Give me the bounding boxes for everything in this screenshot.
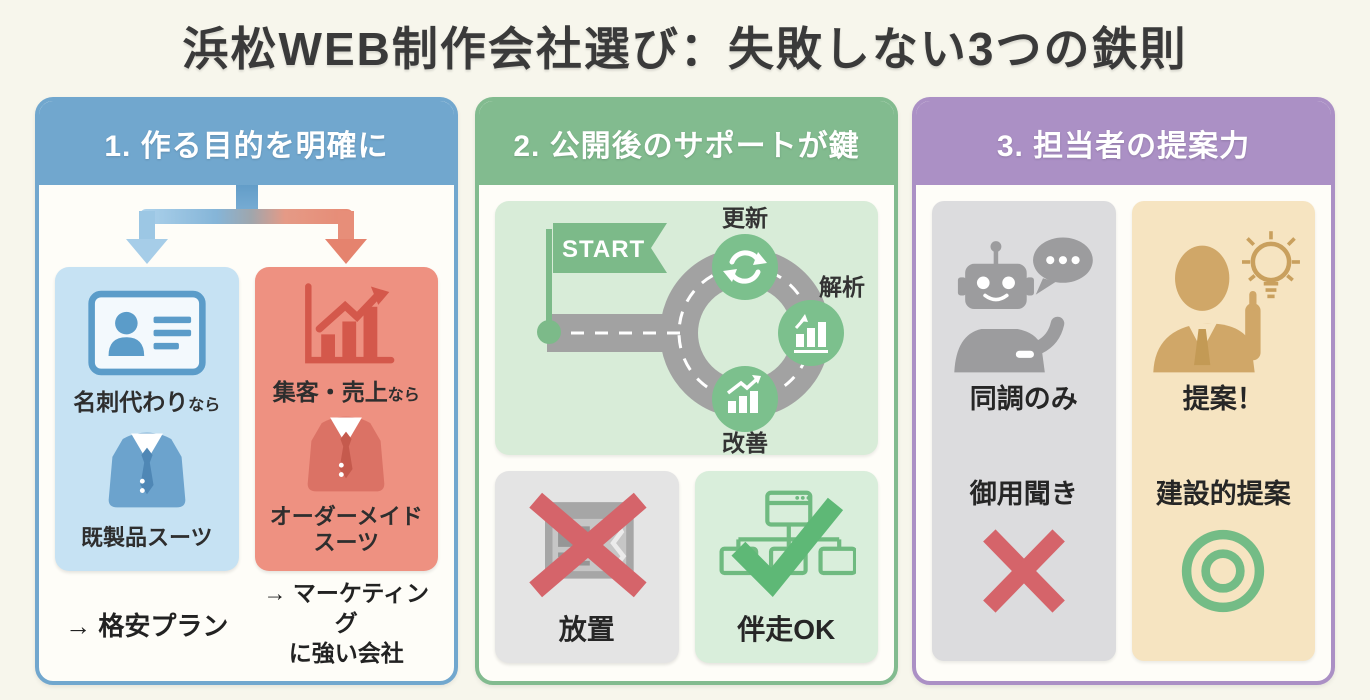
start-flag-label: START — [562, 236, 645, 263]
custom-suit-icon — [307, 417, 385, 492]
panel-proposal-body: 同調のみ 御用聞き — [916, 185, 1331, 681]
panel-support-header: 2. 公開後のサポートが鍵 — [479, 101, 894, 185]
red-x-icon — [529, 492, 647, 598]
result-cheap-plan: → 格安プラン — [65, 610, 229, 641]
panel-proposal: 3. 担当者の提案力 — [912, 97, 1335, 685]
panel-support: 2. 公開後のサポートが鍵 START 更新 — [475, 97, 898, 685]
start-flag-icon — [553, 223, 667, 273]
improve-chart-icon — [712, 366, 778, 432]
proposal-good-column: 提案！ 建設的提案 — [1131, 201, 1315, 661]
branch-arm-left — [139, 211, 155, 241]
improve-label: 改善 — [722, 430, 768, 455]
proposal-good-bottom-label: 建設的提案 — [1155, 479, 1291, 509]
ready-made-suit-icon — [108, 432, 186, 508]
ready-made-suit-label: 既製品スーツ — [80, 524, 213, 550]
growth-chart-icon — [304, 283, 395, 364]
choice-sales: 集客・売上なら オーダーメイド スーツ — [254, 267, 438, 571]
custom-suit-label: オーダーメイド スーツ — [269, 503, 423, 556]
choice-row: 名刺代わりなら 既製品スーツ — [55, 267, 438, 571]
branch-arrows — [55, 185, 438, 267]
support-bad-label: 放置 — [558, 614, 615, 645]
bad-mark-wrap — [972, 523, 1076, 624]
check-icon — [731, 497, 844, 597]
sitemap-icon — [719, 490, 857, 597]
red-x-mark-icon — [982, 529, 1065, 613]
panel-proposal-header: 3. 担当者の提案力 — [916, 101, 1331, 185]
update-refresh-icon — [712, 234, 778, 300]
branch-beam — [139, 209, 354, 224]
proposal-bad-top-label: 同調のみ — [969, 384, 1078, 414]
branch-arm-right — [338, 211, 354, 241]
business-card-icon — [88, 290, 206, 375]
panel-purpose-title: 1. 作る目的を明確に — [104, 130, 389, 163]
sales-label: 集客・売上なら — [272, 378, 420, 405]
panel-purpose: 1. 作る目的を明確に — [35, 97, 458, 685]
neglected-site-icon — [529, 492, 647, 598]
panel-purpose-body: 名刺代わりなら 既製品スーツ — [39, 185, 454, 681]
support-bad-box: 放置 — [495, 471, 679, 663]
businesscard-label: 名刺代わりなら — [73, 389, 221, 416]
analysis-label: 解析 — [819, 274, 865, 300]
support-compare-row: 放置 — [495, 471, 878, 663]
result-row: → 格安プラン → マーケティング に強い会社 — [55, 571, 438, 677]
double-circle-mark-icon — [1182, 529, 1265, 613]
choice-businesscard: 名刺代わりなら 既製品スーツ — [55, 267, 239, 571]
proposal-bad-column: 同調のみ 御用聞き — [932, 201, 1116, 661]
panel-support-body: START 更新 解析 — [479, 201, 894, 681]
result-marketing-company: → マーケティング に強い会社 — [263, 580, 430, 666]
analysis-chart-icon — [778, 300, 844, 366]
support-cycle-diagram: START 更新 解析 — [537, 205, 865, 455]
main-title: 浜松WEB制作会社選び：失敗しない3つの鉄則 — [182, 23, 1188, 75]
robot-icon — [954, 237, 1093, 373]
update-label: 更新 — [722, 205, 768, 231]
person-idea-icon — [1153, 231, 1301, 373]
proposal-compare-row: 同調のみ 御用聞き — [932, 201, 1315, 661]
arrow-down-right-icon — [325, 239, 367, 264]
proposal-good-top-label: 提案！ — [1182, 384, 1264, 414]
panel-support-title: 2. 公開後のサポートが鍵 — [513, 130, 860, 163]
speech-bubble-icon — [1032, 237, 1093, 295]
proposal-bad-bottom-label: 御用聞き — [969, 479, 1078, 509]
panel-purpose-header: 1. 作る目的を明確に — [39, 101, 454, 185]
support-good-label: 伴走OK — [737, 614, 836, 645]
support-cycle-box: START 更新 解析 — [495, 201, 878, 455]
arrow-down-left-icon — [126, 239, 168, 264]
lightbulb-icon — [1242, 231, 1301, 299]
panel-proposal-title: 3. 担当者の提案力 — [996, 130, 1251, 163]
support-good-box: 伴走OK — [694, 471, 878, 663]
good-mark-wrap — [1171, 523, 1275, 624]
